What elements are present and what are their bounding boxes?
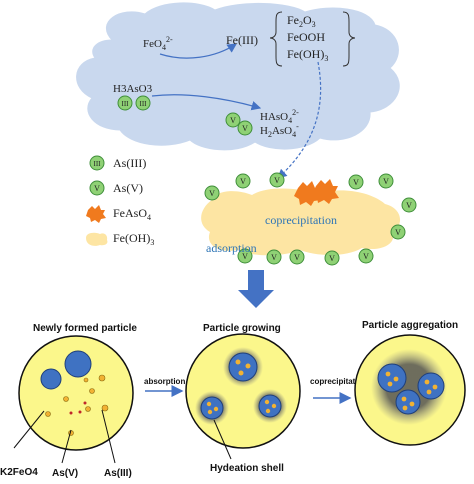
pointer-k2feo4 — [13, 410, 45, 449]
title-growing: Particle growing — [203, 323, 281, 334]
arrow-label-coprecipitation: coprecipitation — [310, 377, 367, 386]
particle-growing — [185, 333, 301, 449]
product-fe2o3: Fe2O3 — [287, 13, 316, 29]
feaso4-blob-2 — [312, 179, 339, 204]
legend-as3: III As(III) — [89, 155, 146, 171]
particle-aggregation — [354, 334, 466, 446]
svg-text:V: V — [363, 252, 369, 261]
svg-text:V: V — [242, 124, 248, 133]
svg-text:V: V — [294, 253, 300, 262]
feo4-to-fe3-arrow — [159, 43, 237, 59]
legend-feoh3: Fe(OH)3 — [86, 231, 154, 247]
svg-text:V: V — [230, 116, 236, 125]
floc-shape — [201, 188, 401, 256]
svg-text:V: V — [353, 178, 359, 187]
svg-text:V: V — [242, 252, 248, 261]
as3-to-as5-arrow — [151, 94, 262, 111]
k2feo4-large-1 — [64, 350, 92, 378]
particle-newly-formed — [18, 335, 134, 451]
svg-text:Fe(OH)3: Fe(OH)3 — [113, 231, 154, 247]
svg-text:V: V — [240, 177, 246, 186]
cloud-to-floc-arrow — [277, 61, 322, 179]
k2feo4-large-2 — [40, 368, 62, 390]
svg-text:V: V — [329, 254, 335, 263]
big-down-arrow — [238, 270, 274, 308]
svg-text:FeAsO4: FeAsO4 — [113, 206, 151, 222]
pointer-hydration-shell — [213, 419, 232, 460]
haso4-label: HAsO42- — [260, 108, 299, 125]
arrow-label-absorption: absorption — [144, 377, 185, 386]
svg-text:III: III — [94, 160, 102, 168]
legend: III As(III) V As(V) FeAsO4 Fe(OH)3 — [86, 155, 154, 247]
svg-text:V: V — [406, 201, 412, 210]
h3aso3-label: H3AsO3 — [113, 83, 153, 95]
as5-pair: V V — [225, 112, 253, 136]
label-as3: As(III) — [104, 468, 132, 479]
floc-as5-circles: V V V V V V V V V V V V — [204, 172, 417, 266]
title-aggregation: Particle aggregation — [362, 320, 458, 331]
svg-text:V: V — [274, 176, 280, 185]
legend-as5: V As(V) — [89, 180, 143, 196]
svg-text:III: III — [140, 100, 148, 108]
as3-pair: III III — [117, 95, 151, 111]
pointer-as5 — [61, 429, 72, 464]
label-hydration-shell: Hydeation shell — [210, 463, 284, 474]
right-brace — [342, 11, 356, 67]
fe3-label: Fe(III) — [226, 33, 258, 47]
svg-text:V: V — [395, 228, 401, 237]
floc-cluster — [201, 188, 401, 256]
label-as5: As(V) — [52, 468, 78, 479]
svg-text:As(III): As(III) — [113, 156, 146, 170]
product-feooh: FeOOH — [287, 30, 325, 44]
title-newly-formed: Newly formed particle — [33, 323, 137, 334]
svg-text:V: V — [209, 189, 215, 198]
pointer-as3 — [101, 409, 116, 464]
adsorption-label: adsorption — [206, 241, 257, 255]
h2aso4-label: H2AsO4- — [260, 122, 299, 139]
svg-text:As(V): As(V) — [113, 181, 143, 195]
svg-text:V: V — [383, 177, 389, 186]
legend-feaso4: FeAsO4 — [86, 205, 151, 223]
feaso4-blob-1 — [294, 181, 321, 206]
svg-text:III: III — [122, 100, 130, 108]
svg-text:V: V — [94, 184, 100, 193]
product-feoh3: Fe(OH)3 — [287, 47, 328, 63]
feo4-label: FeO42- — [143, 35, 173, 52]
svg-text:V: V — [271, 253, 277, 262]
label-k2feo4: K2FeO4 — [0, 467, 38, 478]
coprecipitation-label: coprecipitation — [265, 213, 337, 227]
left-brace — [269, 11, 283, 67]
